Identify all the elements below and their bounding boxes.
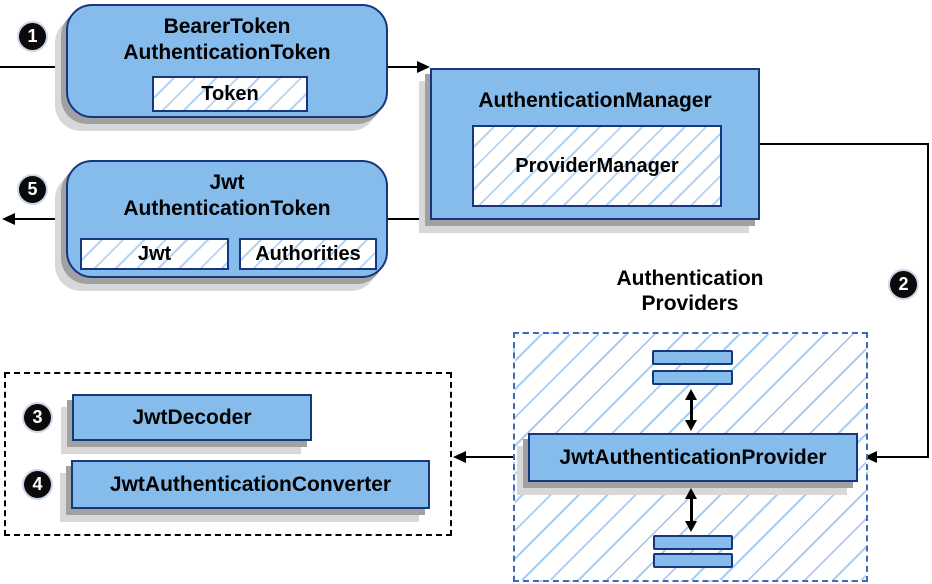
chip-jwt: Jwt xyxy=(80,238,229,270)
arrow-left-icon xyxy=(453,451,466,463)
step-number: 2 xyxy=(898,274,909,294)
arrow-left-icon xyxy=(2,213,15,225)
node-jwt-authentication-converter: JwtAuthenticationConverter xyxy=(71,460,430,509)
node-title-line1: Jwt xyxy=(209,171,245,194)
providers-group-heading-line2: Providers xyxy=(641,292,739,315)
provider-stack-bar xyxy=(652,370,733,385)
connector-manager-to-provider-vertical-line xyxy=(927,143,929,458)
node-jwt-decoder: JwtDecoder xyxy=(72,394,312,441)
step-2-badge: 2 xyxy=(890,271,917,298)
connector-manager-to-jwt-token-line xyxy=(388,218,430,220)
node-jwt-authentication-provider: JwtAuthenticationProvider xyxy=(528,433,858,482)
step-4-badge: 4 xyxy=(24,471,51,498)
arrow-down-icon xyxy=(685,521,697,532)
step-3-badge: 3 xyxy=(24,404,51,431)
node-title: JwtAuthenticationConverter xyxy=(109,472,392,496)
chip-label: Token xyxy=(201,82,259,105)
node-title: JwtAuthenticationProvider xyxy=(559,445,827,469)
providers-group-heading-line1: Authentication xyxy=(616,267,764,290)
node-title-line2: AuthenticationToken xyxy=(123,41,331,64)
arrow-right-icon xyxy=(417,61,430,73)
node-title-line1: BearerToken xyxy=(163,15,291,38)
providers-group-heading: Authentication Providers xyxy=(555,266,825,316)
step-number: 1 xyxy=(27,26,38,46)
step-number: 3 xyxy=(32,407,43,427)
arrow-down-icon xyxy=(685,420,697,431)
arrow-up-icon xyxy=(685,488,697,499)
step-1-badge: 1 xyxy=(19,23,46,50)
double-arrow-top xyxy=(684,389,698,431)
chip-label: Authorities xyxy=(255,242,361,265)
connector-jwt-token-outgoing-line xyxy=(15,218,67,220)
step-5-badge: 5 xyxy=(19,176,46,203)
provider-stack-bar xyxy=(653,553,733,568)
chip-provider-manager: ProviderManager xyxy=(472,125,722,207)
chip-label: ProviderManager xyxy=(515,154,679,177)
connector-manager-to-provider-top-line xyxy=(760,143,929,145)
connector-bearer-to-manager-line xyxy=(388,66,417,68)
provider-stack-bar xyxy=(653,535,733,550)
node-title: BearerToken AuthenticationToken xyxy=(68,14,386,66)
node-bearer-token-authentication-token: BearerToken AuthenticationToken Token xyxy=(66,4,388,118)
node-authentication-manager: AuthenticationManager ProviderManager xyxy=(430,68,760,220)
step-number: 4 xyxy=(32,474,43,494)
node-title: Jwt AuthenticationToken xyxy=(68,170,386,222)
chip-authorities: Authorities xyxy=(239,238,377,270)
connector-provider-to-resolvers-line xyxy=(466,456,528,458)
node-title: JwtDecoder xyxy=(132,405,252,429)
node-title-line2: AuthenticationToken xyxy=(123,197,331,220)
arrow-stem xyxy=(689,499,693,521)
arrow-stem xyxy=(689,400,693,420)
step-number: 5 xyxy=(27,179,38,199)
node-jwt-authentication-token: Jwt AuthenticationToken Jwt Authorities xyxy=(66,160,388,278)
chip-label: Jwt xyxy=(137,242,172,265)
chip-token: Token xyxy=(152,76,308,112)
provider-stack-bar xyxy=(652,350,733,365)
double-arrow-bottom xyxy=(684,488,698,532)
node-title: AuthenticationManager xyxy=(478,89,712,112)
connector-incoming-request-line xyxy=(0,66,66,68)
connector-manager-to-provider-bottom-line xyxy=(877,456,929,458)
arrow-up-icon xyxy=(685,389,697,400)
